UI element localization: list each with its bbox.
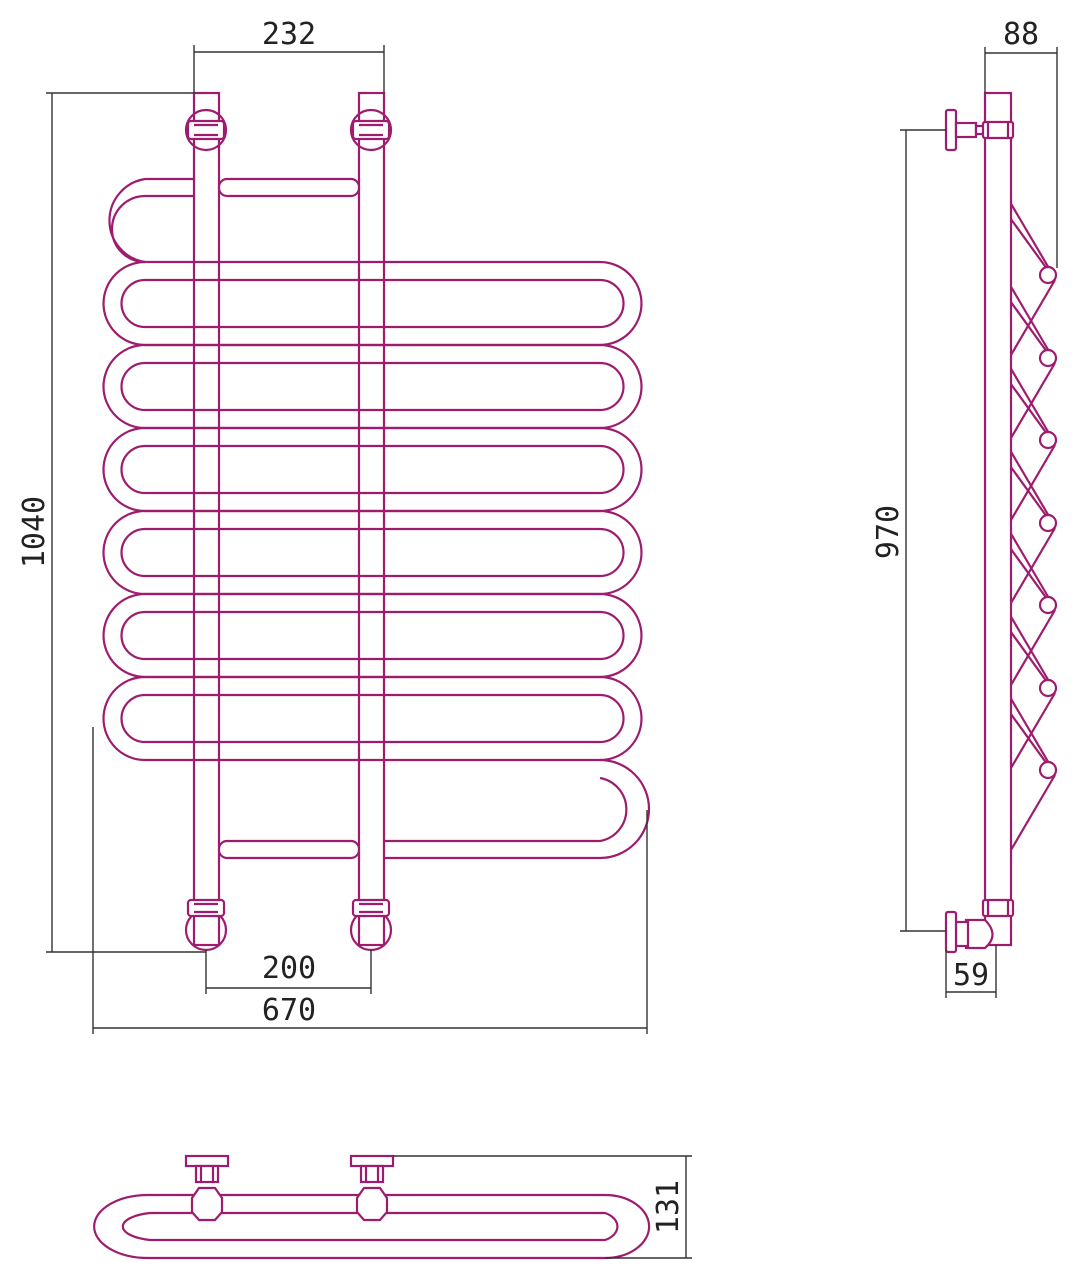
top-view-outer-loop xyxy=(93,1193,651,1260)
serpentine-inner-loop xyxy=(120,693,625,744)
side-diagonal-brace xyxy=(1010,362,1056,439)
side-view: 88 970 59 xyxy=(871,17,1058,998)
serpentine-top-hook xyxy=(108,177,194,264)
dimension-side-depth-label: 88 xyxy=(1003,17,1039,52)
dimension-side-depth: 88 xyxy=(984,17,1058,268)
side-diagonal-end xyxy=(1038,678,1058,698)
top-connector-bar xyxy=(217,177,361,198)
dimension-side-height: 970 xyxy=(871,129,946,932)
side-diagonal-brace xyxy=(1010,527,1056,604)
dimension-overall-height: 1040 xyxy=(17,92,206,953)
dimension-overall-width: 670 xyxy=(92,727,648,1034)
serpentine-inner-loop xyxy=(120,527,625,578)
top-view: 131 xyxy=(93,1154,692,1260)
side-diagonal-brace xyxy=(1010,279,1056,356)
dimension-top-depth: 131 xyxy=(393,1155,692,1259)
top-view-inner-loop xyxy=(121,1211,619,1242)
side-diagonal-end xyxy=(1038,430,1058,450)
side-diagonal-brace xyxy=(1010,692,1056,769)
side-vertical-post xyxy=(983,91,1013,947)
side-diagonal-end xyxy=(1038,760,1058,780)
dimension-collector-spacing: 232 xyxy=(193,17,385,93)
front-view: 232 1040 200 670 xyxy=(17,17,651,1034)
serpentine-inner-loop xyxy=(120,610,625,661)
top-right-fitting xyxy=(349,108,393,152)
dimension-valve-offset: 59 xyxy=(945,945,997,998)
serpentine-bottom-bend xyxy=(384,758,651,860)
serpentine-tube xyxy=(102,177,651,860)
serpentine-inner-loop xyxy=(120,444,625,495)
dimension-inlet-spacing: 200 xyxy=(205,950,372,994)
bottom-right-fitting xyxy=(349,898,393,952)
bottom-left-fitting xyxy=(184,898,228,952)
side-diagonal-brace xyxy=(1010,444,1056,521)
left-collector-pipe xyxy=(192,91,221,947)
top-left-fitting xyxy=(184,108,228,152)
dimension-top-depth-label: 131 xyxy=(651,1180,686,1234)
side-diagonal-brace xyxy=(1010,609,1056,686)
top-view-right-valve xyxy=(349,1154,395,1222)
dimension-overall-height-label: 1040 xyxy=(17,496,52,568)
side-diagonal-brace xyxy=(1010,774,1056,851)
bottom-connector-bar xyxy=(217,839,361,860)
dimension-inlet-spacing-label: 200 xyxy=(262,951,316,986)
side-diagonal-end xyxy=(1038,513,1058,533)
dimension-collector-spacing-label: 232 xyxy=(262,17,316,52)
side-bottom-valve xyxy=(944,898,1015,954)
top-view-left-valve xyxy=(184,1154,230,1222)
serpentine-inner-loop xyxy=(120,361,625,412)
side-top-valve xyxy=(944,108,1015,152)
side-diagonal-end xyxy=(1038,595,1058,615)
dimension-overall-width-label: 670 xyxy=(262,993,316,1028)
dimension-valve-offset-label: 59 xyxy=(953,958,989,993)
side-diagonal-end xyxy=(1038,348,1058,368)
right-collector-pipe xyxy=(357,91,386,947)
side-diagonal-end xyxy=(1038,265,1058,285)
dimension-side-height-label: 970 xyxy=(871,505,906,559)
serpentine-inner-loop xyxy=(120,278,625,329)
